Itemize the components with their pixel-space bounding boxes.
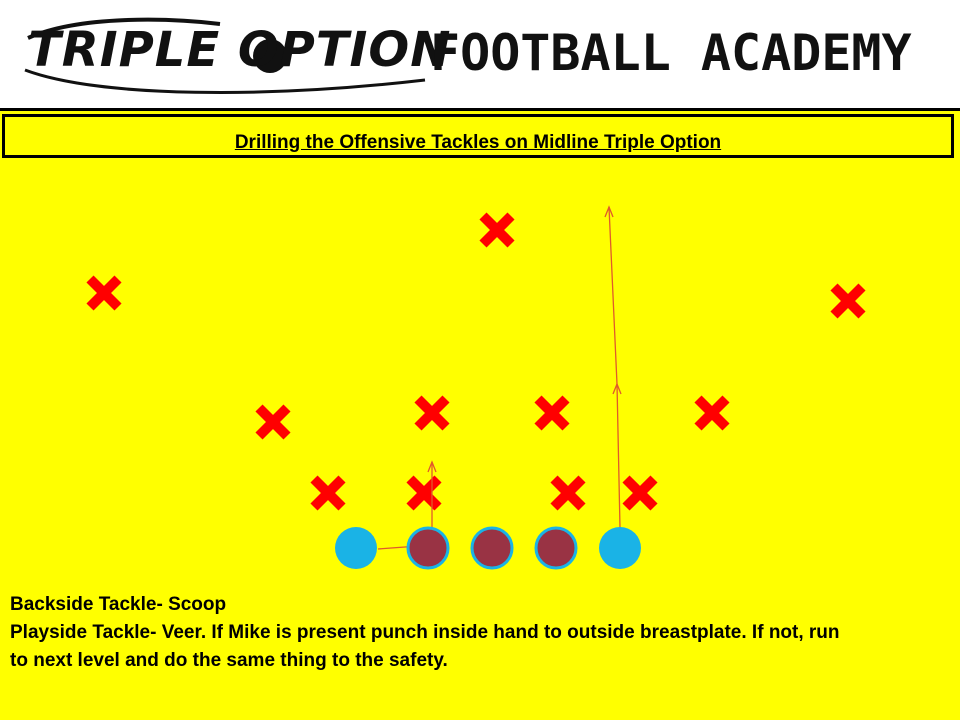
defender-left-outside-backer: [259, 408, 287, 436]
offense-center: [470, 526, 514, 570]
logo-swoosh: [24, 17, 426, 94]
offense-guard-2: [534, 526, 578, 570]
title-box: Drilling the Offensive Tackles on Midlin…: [2, 114, 954, 158]
diagram-title: Drilling the Offensive Tackles on Midlin…: [234, 132, 722, 153]
logo-football-academy: FOOTBALL ACADEMY: [430, 24, 912, 82]
coaching-notes: Backside Tackle- Scoop Playside Tackle- …: [10, 591, 950, 675]
backside-tackle-arrowhead: [427, 460, 437, 473]
field-background: [0, 111, 960, 720]
football-icon: [253, 39, 287, 73]
defender-left-corner: [90, 279, 118, 307]
defender-safety: [483, 216, 511, 244]
defender-dl-4: [626, 479, 654, 507]
playside-tackle-veer-route: [608, 206, 621, 529]
playside-tackle-arrowhead-top: [604, 205, 614, 218]
header-banner: TRIPLE OPTION FOOTBALL ACADEMY: [0, 0, 960, 108]
logo-triple-option: TRIPLE OPTION: [28, 22, 452, 78]
caption-playside-tackle-cont: to next level and do the same thing to t…: [10, 650, 448, 671]
header-divider: [0, 108, 960, 111]
offense-guard-1: [406, 526, 450, 570]
defender-right-outside-backer: [698, 399, 726, 427]
defender-right-corner: [834, 287, 862, 315]
defender-dl-2: [410, 479, 438, 507]
offense-playside-tackle: [599, 527, 641, 569]
playside-tackle-arrowhead-mid: [612, 382, 622, 395]
defender-left-inside-backer: [418, 399, 446, 427]
defender-dl-1: [314, 479, 342, 507]
defender-dl-3: [554, 479, 582, 507]
caption-backside-tackle: Backside Tackle- Scoop: [10, 594, 227, 615]
offense-backside-tackle: [335, 527, 377, 569]
caption-playside-tackle: Playside Tackle- Veer. If Mike is presen…: [10, 622, 840, 643]
defender-right-inside-backer: [538, 399, 566, 427]
